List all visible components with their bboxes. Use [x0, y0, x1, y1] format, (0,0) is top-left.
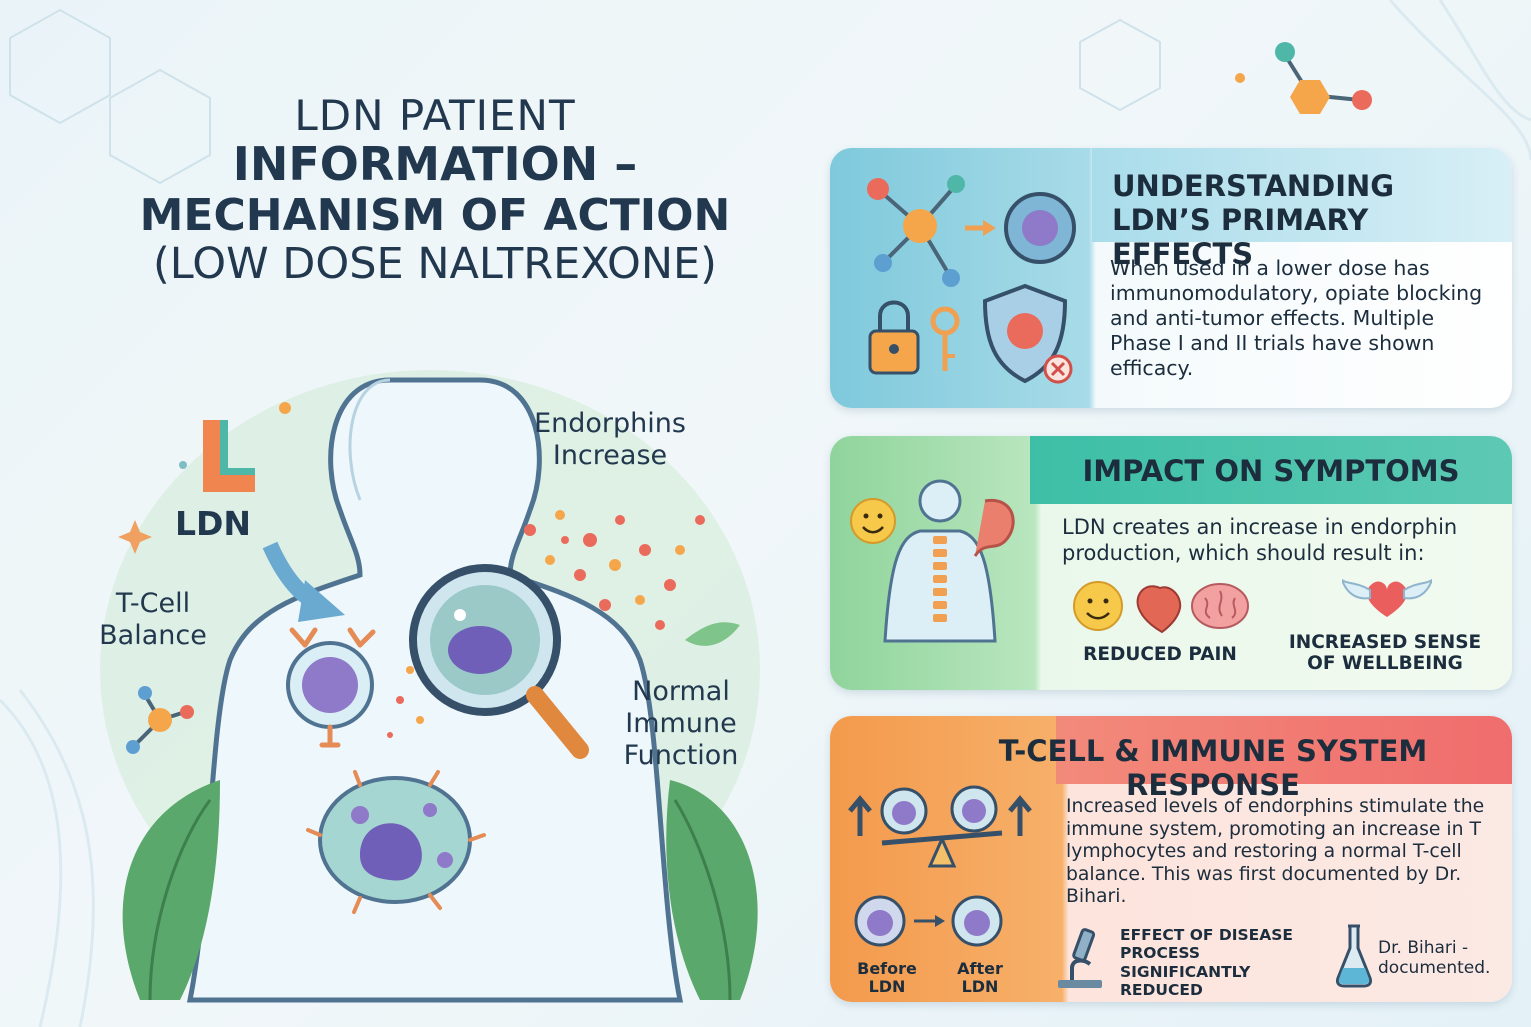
ldn-logo-icon	[203, 420, 255, 492]
balance-scale-icon	[881, 830, 1003, 868]
card-header-band	[1056, 716, 1512, 784]
t-cell-icon	[286, 627, 376, 748]
magnifier-icon	[409, 564, 589, 759]
ldn-label: LDN	[175, 504, 252, 543]
microscope-icon	[1058, 928, 1102, 988]
immune-cell-icon	[306, 770, 486, 914]
before-ldn-label: Before LDN	[857, 959, 917, 997]
card2-illustration	[850, 479, 1015, 643]
card-heading: T-CELL & IMMUNE SYSTEM RESPONSE	[998, 734, 1428, 802]
endorphin-dots	[387, 510, 705, 738]
before-cell-icon	[854, 895, 906, 947]
body-illustration	[100, 370, 760, 1003]
key-icon	[930, 306, 960, 371]
effect-reduced-label: EFFECT OF DISEASE PROCESS SIGNIFICANTLY …	[1120, 926, 1293, 999]
title-line-3: MECHANISM OF ACTION	[139, 189, 731, 241]
immune-function-label: Normal Immune Function	[623, 676, 739, 771]
molecule-icon	[126, 686, 194, 754]
card1-illustration	[867, 175, 1076, 384]
card-heading: UNDERSTANDING LDN’S PRIMARY EFFECTS	[1112, 169, 1395, 271]
pain-icons	[1073, 581, 1249, 634]
title-line-1: LDN PATIENT	[294, 91, 576, 140]
winged-heart-icon	[1342, 578, 1432, 617]
title-line-2: INFORMATION –	[232, 137, 638, 192]
card-body: LDN creates an increase in endorphin pro…	[1062, 515, 1458, 566]
smiley-icon	[1073, 581, 1123, 631]
symptoms-card: IMPACT ON SYMPTOMS LDN creates an increa…	[830, 436, 1512, 690]
molecule-icon	[1235, 42, 1372, 114]
card3-illustration	[848, 785, 1032, 947]
spine-body-icon	[883, 479, 997, 643]
flask-icon	[1336, 924, 1372, 988]
wellbeing-label: INCREASED SENSE OF WELLBEING	[1288, 632, 1482, 675]
tcell-response-card: T-CELL & IMMUNE SYSTEM RESPONSE Before L…	[830, 716, 1512, 1002]
molecule-icon	[867, 175, 965, 287]
card-body: When used in a lower dose has immunomodu…	[1110, 256, 1483, 380]
heart-organ-icon	[1136, 585, 1182, 634]
smiley-icon	[850, 498, 896, 544]
stomach-icon	[973, 499, 1015, 557]
gear-cell-icon	[1004, 192, 1076, 264]
shield-icon	[982, 283, 1073, 384]
after-cell-icon	[951, 895, 1003, 947]
endorphins-label: Endorphins Increase	[534, 408, 686, 471]
card-header-band	[1030, 436, 1512, 504]
bihari-documented-label: Dr. Bihari - documented.	[1378, 938, 1491, 979]
card-header-band	[1092, 148, 1512, 242]
after-ldn-label: After LDN	[957, 959, 1003, 997]
brain-icon	[1191, 583, 1249, 629]
card-body: Increased levels of endorphins stimulate…	[1066, 796, 1485, 908]
title-line-4: (LOW DOSE NALTREXONE)	[153, 238, 717, 289]
card-heading: IMPACT ON SYMPTOMS	[1082, 454, 1460, 488]
primary-effects-card: UNDERSTANDING LDN’S PRIMARY EFFECTS When…	[830, 148, 1512, 408]
lock-icon	[868, 300, 920, 375]
page-title: LDN PATIENT INFORMATION – MECHANISM OF A…	[40, 92, 830, 288]
cell-icon	[880, 785, 998, 835]
leaf-icon	[122, 622, 758, 1001]
arrow-up-icon	[848, 795, 1032, 836]
tcell-balance-label: T-Cell Balance	[99, 588, 207, 651]
reduced-pain-label: REDUCED PAIN	[1083, 644, 1237, 665]
